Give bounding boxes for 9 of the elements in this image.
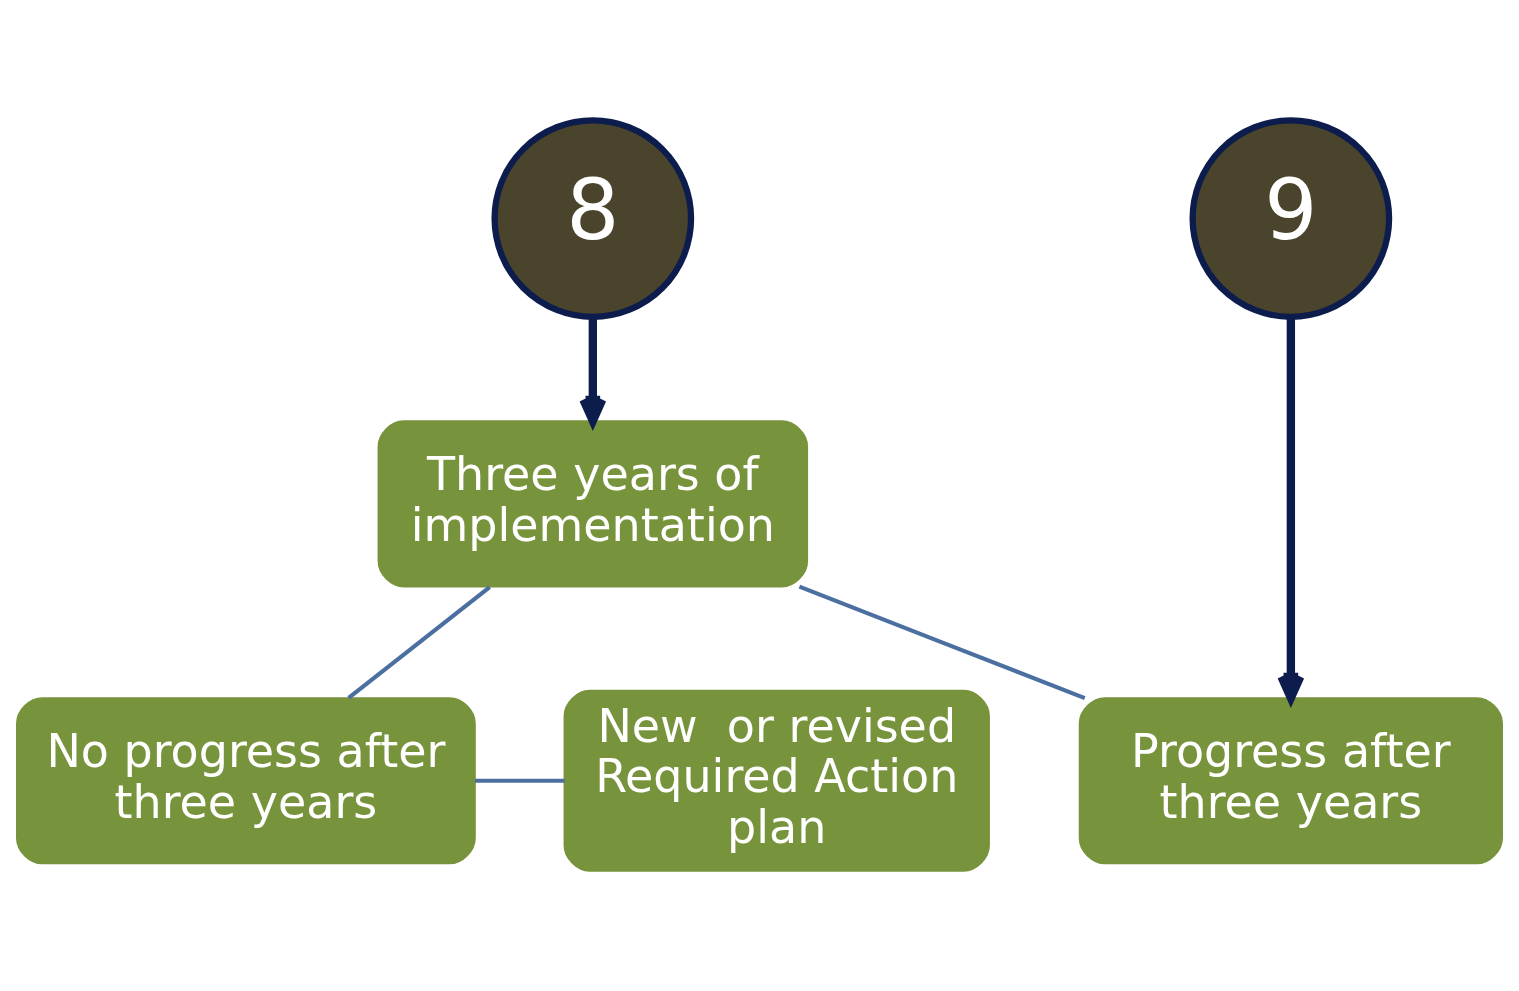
node-circle: 9 xyxy=(1189,117,1393,320)
node-box: Progress after three years xyxy=(1078,697,1503,865)
connector xyxy=(798,584,1086,701)
node-circle: 8 xyxy=(491,117,695,320)
node-box: New or revised Required Action plan xyxy=(563,689,990,872)
connector xyxy=(475,778,565,783)
node-box: Three years of implementation xyxy=(377,420,809,588)
node-box: No progress after three years xyxy=(16,697,476,865)
connector xyxy=(347,585,491,700)
